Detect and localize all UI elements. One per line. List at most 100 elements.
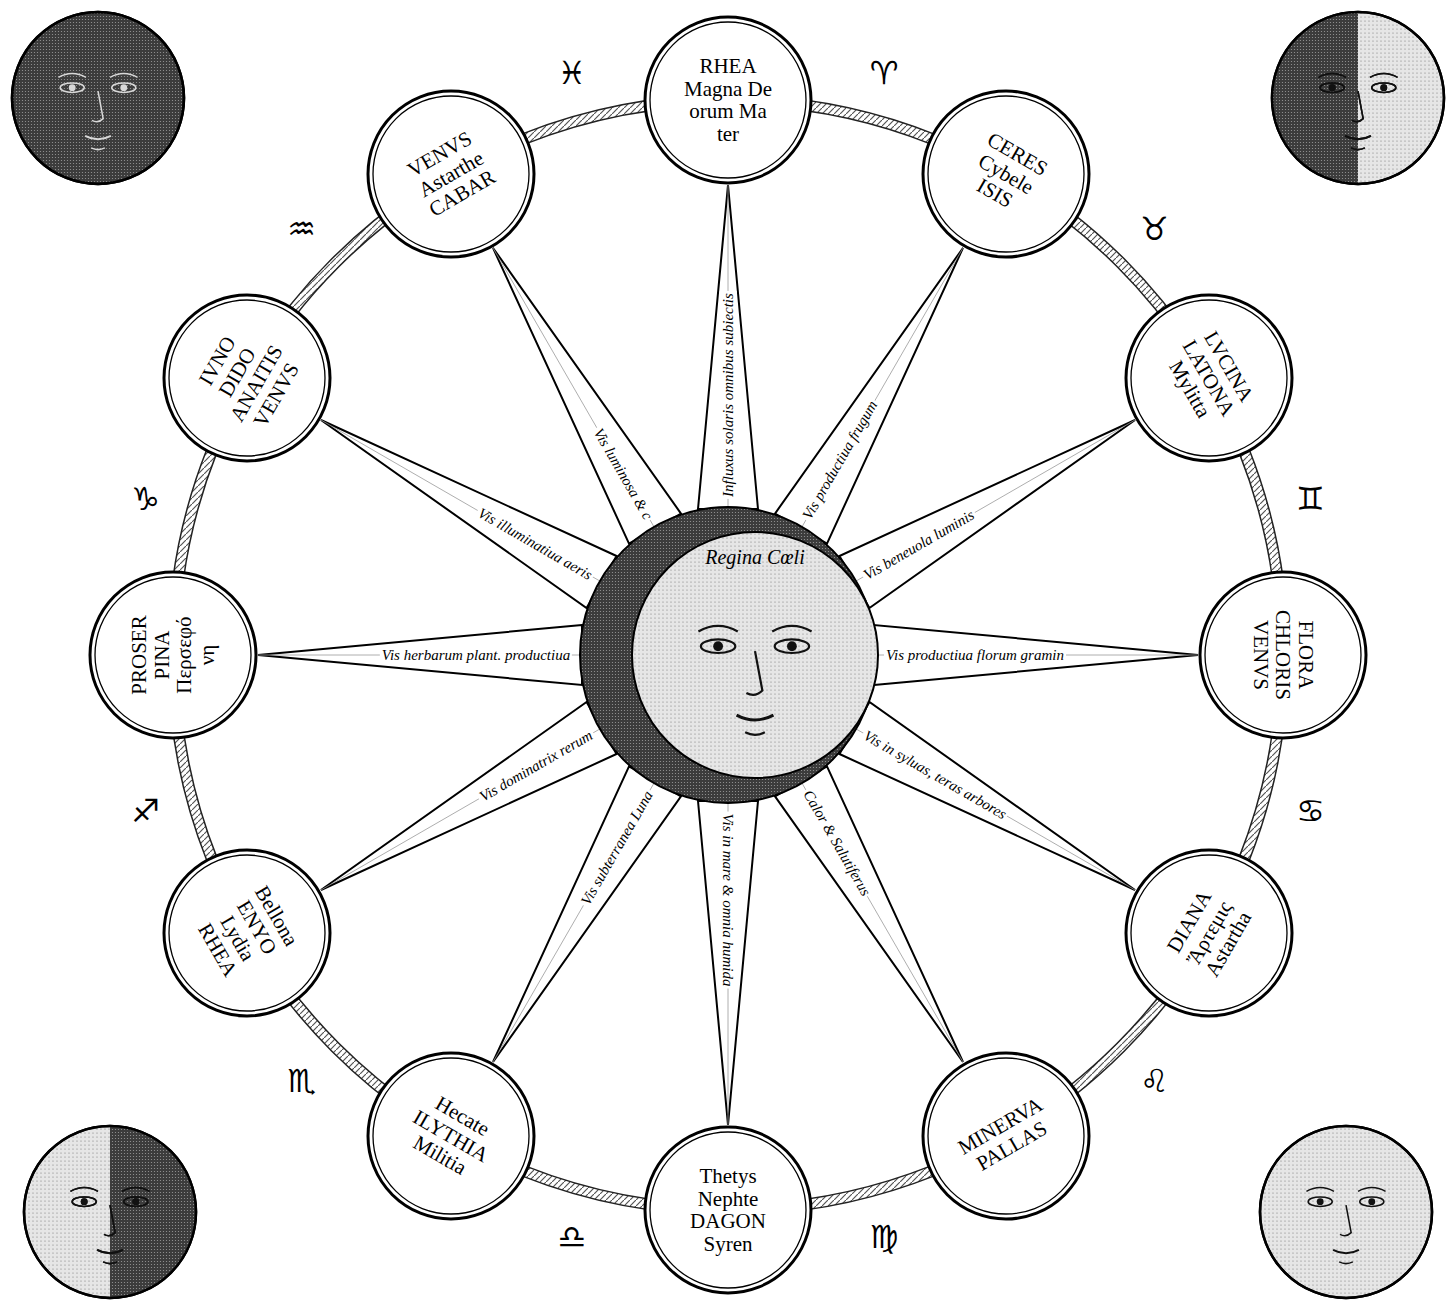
spoke-inscription: Influxus solaris omnibus subiectis [720,291,737,499]
deity-name: ter [684,123,772,146]
star-spoke [493,248,681,544]
eye [1320,83,1344,92]
deity-circle: LVCINALATONAMylitta [1124,293,1294,463]
eye [124,1197,148,1206]
eye [1308,1197,1332,1206]
pupil [81,1198,88,1205]
deity-names: ThetysNephteDAGONSyren [690,1165,766,1256]
moon-phase-face [1272,12,1444,184]
star-spoke [493,766,681,1062]
zodiac-sign: ♎ [558,1221,587,1253]
deity-name: RHEA [684,55,772,78]
deity-name: CHLORIS [1272,610,1295,700]
deity-circle: CERESCybeleISIS [921,89,1091,259]
deity-circle: ThetysNephteDAGONSyren [643,1125,813,1295]
zodiac-ring-hatch [173,100,1283,1210]
deity-names: PROSERPINAΠερσεφόνη [128,615,219,694]
pupil [132,1198,139,1205]
inner-ring [1131,855,1287,1011]
zodiac-sign: ♌ [1140,1065,1169,1097]
star-spoke [698,801,758,1125]
inner-ring [169,855,325,1011]
pupil [787,641,797,651]
eye [1372,83,1396,92]
zodiac-sign: ♊ [1296,483,1325,515]
outer-ring [1126,295,1292,461]
pupil [713,641,723,651]
chin [103,1262,117,1264]
mouth [85,136,111,139]
outer-ring [164,850,330,1016]
nose [1352,91,1363,122]
deity-name: DAGON [690,1210,766,1233]
eyebrow [698,626,737,632]
outer-ring [164,295,330,461]
nose [104,1205,115,1236]
deity-name: VENVS [1249,610,1272,700]
zodiac-sign: ♏ [287,1065,316,1097]
deity-name: Magna De [684,77,772,100]
moon-outline [1260,1126,1432,1298]
inner-ring [650,22,806,178]
pupil [1380,84,1387,91]
deity-circle: DIANAἌρτεμιςAstartha [1124,848,1294,1018]
star-spoke [775,248,963,544]
chin [1351,148,1365,150]
eye [124,1197,148,1206]
star-spoke [874,625,1198,685]
inner-ring [650,1132,806,1288]
zodiac-sign: ♓ [558,57,587,89]
nose [104,1205,115,1236]
deity-circle: MINERVAPALLAS [921,1051,1091,1221]
pupil [1368,1198,1375,1205]
zodiac-sign: ♐ [131,795,160,827]
star-spoke [321,420,617,608]
eyebrow [122,1187,150,1191]
outer-ring [90,572,256,738]
moon-phase-face [12,12,184,184]
pupil [132,1198,139,1205]
eye [112,83,136,92]
outer-ring [923,1053,1089,1219]
star-spoke [775,766,963,1062]
moon-disc [24,1126,196,1298]
shadow-face [1318,73,1397,149]
moon-shadow [1272,12,1358,184]
inner-ring [373,1058,529,1214]
mouth [1345,136,1371,139]
deity-name: Περσεφό [173,615,196,694]
inner-ring [1205,577,1361,733]
spoke-inscription: Vis in mare & omnia humida [720,811,737,988]
pupil [1329,84,1336,91]
inner-ring [928,1058,1084,1214]
eye [701,639,735,653]
nose [1340,1205,1351,1236]
mouth [737,715,774,720]
deity-circle: HecateILYTHIAMilitia [366,1051,536,1221]
star-spoke [839,702,1135,890]
eyebrow [122,1187,150,1191]
pupil [120,84,127,91]
chin [745,732,765,734]
inner-ring [373,96,529,252]
chin [1339,1262,1353,1264]
spoke-inscription: Vis herbarum plant. productiua [380,647,572,664]
eyebrow [70,1187,98,1191]
pupil [1317,1198,1324,1205]
inner-ring [928,96,1084,252]
moon-disc [1272,12,1444,184]
moon-disc [1260,1126,1432,1298]
deity-circle: PROSERPINAΠερσεφόνη [88,570,258,740]
deity-circle: RHEAMagna Deorum Mater [643,15,813,185]
chin [91,148,105,150]
eyebrow [772,626,811,632]
mouth [97,1250,123,1253]
zodiac-sign: ♒ [287,213,316,245]
eyebrow [58,73,86,77]
deity-names: RHEAMagna Deorum Mater [684,55,772,146]
inner-ring [1131,300,1287,456]
outer-ring [1126,850,1292,1016]
deity-circle: BellonaENYOLydiaRHEA [162,848,332,1018]
deity-name: PINA [150,615,173,694]
